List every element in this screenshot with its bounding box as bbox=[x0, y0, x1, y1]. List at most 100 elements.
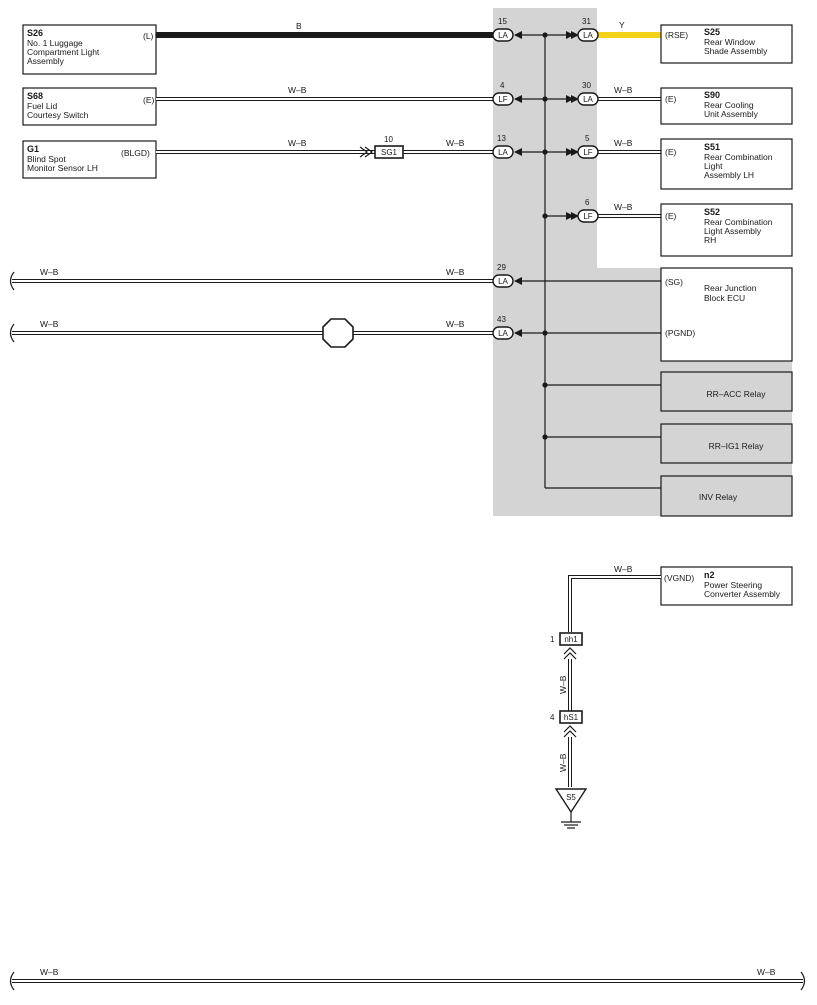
sg1-connector-arrow bbox=[359, 146, 374, 158]
svg-text:S5: S5 bbox=[566, 793, 576, 802]
s68-terminal: (E) bbox=[143, 95, 155, 105]
wire-color-label: W–B bbox=[446, 319, 465, 329]
rr-ig1-relay-box bbox=[660, 423, 793, 464]
wire-color-label: W–B bbox=[288, 138, 307, 148]
sg1-connector bbox=[374, 145, 404, 159]
svg-text:4: 4 bbox=[550, 713, 555, 722]
s52-name: RH bbox=[704, 235, 716, 245]
s52-component-box bbox=[660, 203, 793, 257]
rr-acc-relay-box bbox=[660, 371, 793, 412]
wire-color-label: W–B bbox=[446, 267, 465, 277]
s25-name: Shade Assembly bbox=[704, 46, 768, 56]
connector-hs1: hS1 4 bbox=[550, 710, 583, 724]
s68-component-box bbox=[22, 87, 157, 126]
svg-text:29: 29 bbox=[497, 263, 506, 272]
wire-color-label: W–B bbox=[757, 967, 776, 977]
connector-la-15: LA 15 bbox=[492, 17, 522, 42]
pin-number: 10 bbox=[384, 135, 393, 144]
wire-color-label: W–B bbox=[558, 675, 568, 694]
svg-text:13: 13 bbox=[497, 134, 506, 143]
s51-terminal: (E) bbox=[665, 147, 677, 157]
n2-terminal: (VGND) bbox=[664, 573, 694, 583]
svg-text:LA: LA bbox=[583, 31, 593, 40]
svg-text:4: 4 bbox=[500, 81, 505, 90]
s51-code: S51 bbox=[704, 142, 720, 152]
svg-text:15: 15 bbox=[498, 17, 507, 26]
s51-name: Light bbox=[704, 161, 723, 171]
inv-relay-label: INV Relay bbox=[699, 492, 738, 502]
svg-text:LA: LA bbox=[498, 277, 508, 286]
svg-text:LA: LA bbox=[498, 148, 508, 157]
connector-la-30: LA 30 bbox=[566, 81, 599, 106]
s26-terminal: (L) bbox=[143, 31, 154, 41]
svg-text:6: 6 bbox=[585, 198, 590, 207]
connector-lf-5: LF 5 bbox=[566, 134, 599, 159]
s90-component-box bbox=[660, 87, 793, 125]
wire-color-label: W–B bbox=[614, 138, 633, 148]
junction-dots bbox=[542, 32, 548, 440]
s25-component-box bbox=[660, 24, 793, 64]
connector-arrow bbox=[563, 725, 577, 738]
wire-break-symbol bbox=[9, 323, 15, 343]
splice-point-octagon bbox=[322, 318, 354, 348]
s26-component-box bbox=[22, 24, 157, 75]
s68-name: Fuel Lid bbox=[27, 101, 58, 111]
s26-code: S26 bbox=[27, 28, 43, 38]
s90-code: S90 bbox=[704, 90, 720, 100]
s26-name: Compartment Light bbox=[27, 47, 100, 57]
wire-break-symbol bbox=[9, 271, 15, 291]
connector-lf-6: LF 6 bbox=[566, 198, 599, 223]
ecu-name: Rear Junction bbox=[704, 283, 757, 293]
svg-text:LF: LF bbox=[583, 212, 592, 221]
s52-name: Light Assembly bbox=[704, 226, 762, 236]
ecu-terminal-sg: (SG) bbox=[665, 277, 683, 287]
wire-color-label: B bbox=[296, 21, 302, 31]
connector-lf-4: LF 4 bbox=[492, 81, 522, 106]
svg-text:nh1: nh1 bbox=[564, 635, 578, 644]
inv-relay-box bbox=[660, 475, 793, 517]
s51-component-box bbox=[660, 138, 793, 190]
svg-text:43: 43 bbox=[497, 315, 506, 324]
wire-color-label: W–B bbox=[558, 753, 568, 772]
s52-name: Rear Combination bbox=[704, 217, 773, 227]
s52-terminal: (E) bbox=[665, 211, 677, 221]
ground-point-s5: S5 bbox=[554, 788, 588, 829]
wire-color-label: Y bbox=[619, 20, 625, 30]
wire-color-label: W–B bbox=[614, 564, 633, 574]
n2-code: n2 bbox=[704, 570, 715, 580]
rr-acc-relay-label: RR–ACC Relay bbox=[706, 389, 766, 399]
s26-name: No. 1 Luggage bbox=[27, 38, 83, 48]
connector-la-31: LA 31 bbox=[566, 17, 599, 42]
wire-color-label: W–B bbox=[40, 967, 59, 977]
ecu-name: Block ECU bbox=[704, 293, 745, 303]
s90-name: Unit Assembly bbox=[704, 109, 759, 119]
s68-name: Courtesy Switch bbox=[27, 110, 89, 120]
s25-code: S25 bbox=[704, 27, 720, 37]
g1-name: Blind Spot bbox=[27, 154, 66, 164]
s26-name: Assembly bbox=[27, 56, 65, 66]
s25-terminal: (RSE) bbox=[665, 30, 688, 40]
svg-text:LF: LF bbox=[583, 148, 592, 157]
svg-text:31: 31 bbox=[582, 17, 591, 26]
rr-ig1-relay-label: RR–IG1 Relay bbox=[709, 441, 765, 451]
wire-color-label: W–B bbox=[288, 85, 307, 95]
s68-code: S68 bbox=[27, 91, 43, 101]
sg1-connector-label: SG1 bbox=[381, 148, 398, 157]
s52-code: S52 bbox=[704, 207, 720, 217]
connector-la-13: LA 13 bbox=[492, 134, 522, 159]
g1-terminal: (BLGD) bbox=[121, 148, 150, 158]
n2-name: Converter Assembly bbox=[704, 589, 781, 599]
connector-la-43: LA 43 bbox=[492, 315, 522, 340]
connector-nh1: nh1 1 bbox=[550, 632, 583, 646]
g1-component-box bbox=[22, 140, 157, 179]
svg-text:30: 30 bbox=[582, 81, 591, 90]
svg-text:LA: LA bbox=[498, 329, 508, 338]
s90-terminal: (E) bbox=[665, 94, 677, 104]
wire-color-label: W–B bbox=[40, 267, 59, 277]
svg-text:LA: LA bbox=[583, 95, 593, 104]
g1-code: G1 bbox=[27, 144, 39, 154]
svg-text:LF: LF bbox=[498, 95, 507, 104]
wire-break-symbol bbox=[9, 971, 15, 991]
ecu-terminal-pgnd: (PGND) bbox=[665, 328, 695, 338]
